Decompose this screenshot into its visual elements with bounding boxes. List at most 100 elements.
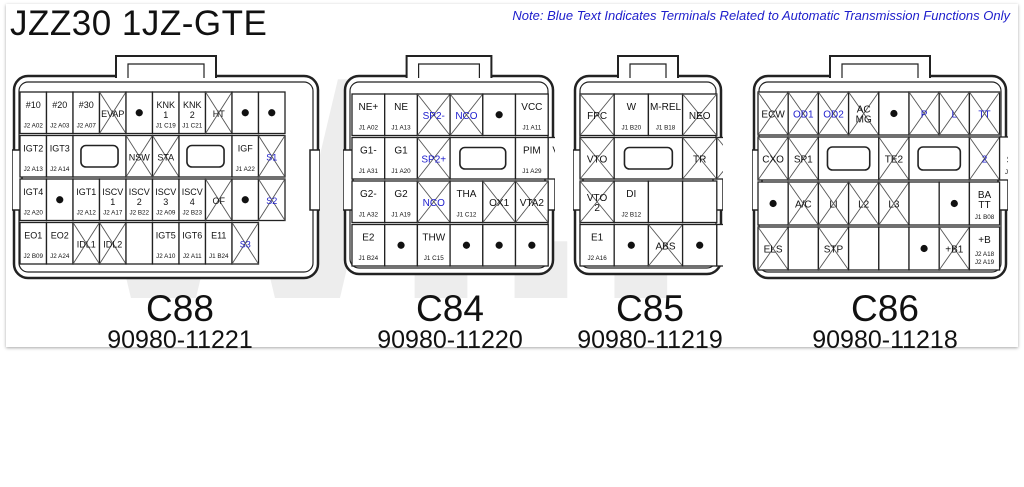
- terminal-label: G2-: [360, 189, 377, 200]
- terminal-label: M-REL: [650, 102, 682, 113]
- connector-latch: [115, 55, 217, 78]
- terminal-label: IGT4: [23, 187, 43, 197]
- terminal-label: ISCV: [182, 187, 203, 197]
- terminal-label: ABS: [655, 241, 675, 252]
- connector-latch: [405, 55, 493, 78]
- terminal-label: S3: [240, 239, 251, 249]
- terminal-label: BA: [978, 190, 992, 201]
- terminal-cell: IDL1: [72, 221, 101, 265]
- terminal-code: J1 A31: [359, 168, 379, 175]
- terminal-cell: HT: [204, 91, 233, 135]
- empty-cavity: [231, 178, 260, 222]
- terminal-label: +B: [978, 235, 991, 246]
- terminal-code: J2 B22: [129, 210, 149, 217]
- terminal-cell: CXO: [757, 136, 789, 181]
- terminal-code: J1 B24: [359, 255, 379, 262]
- terminal-label: OD2: [823, 110, 844, 121]
- terminal-code: J1 A13: [391, 125, 411, 132]
- terminal-code: J1 B24: [209, 253, 229, 260]
- terminal-cell: NEO: [681, 93, 718, 137]
- terminal-code: J2 A19: [975, 259, 995, 266]
- terminal-cell: EVAP: [98, 91, 127, 135]
- connector-label-c88: C88 90980-11221: [60, 290, 300, 353]
- terminal-code: J1 C21: [182, 123, 202, 130]
- connector-name: C84: [416, 288, 484, 329]
- terminal-cell: G1-J1 A31: [351, 136, 386, 180]
- terminal-label: EO1: [24, 231, 42, 241]
- terminal-label: #30: [79, 100, 94, 110]
- terminal-cell: S1: [257, 134, 286, 178]
- key-slot: [449, 136, 517, 180]
- terminal-label: IGT2: [23, 144, 43, 154]
- terminal-label: E1: [591, 233, 604, 244]
- terminal-label: G2: [394, 189, 408, 200]
- connector-latch: [829, 55, 931, 78]
- terminal-label: ECW: [761, 110, 785, 121]
- terminal-code: J1 A29: [522, 168, 542, 175]
- terminal-label: L3: [888, 200, 900, 211]
- terminal-label: IDL1: [77, 239, 96, 249]
- terminal-code: J1 A22: [236, 166, 256, 173]
- terminal-cell: G2-J1 A32: [351, 180, 386, 224]
- terminal-label: SP2-: [423, 111, 445, 122]
- terminal-cell: VTA2: [514, 180, 549, 224]
- terminal-cell: [908, 181, 940, 226]
- terminal-cell: WJ1 B20: [613, 93, 650, 137]
- terminal-cell: NSW: [125, 134, 154, 178]
- terminal-code: J1 B08: [975, 214, 995, 221]
- terminal-label: #10: [26, 100, 41, 110]
- terminal-cell: IDL2: [98, 221, 127, 265]
- terminal-cell: ELS: [757, 226, 789, 271]
- terminal-label: IGT3: [50, 144, 70, 154]
- connector-label-c86: C86 90980-11218: [770, 290, 1000, 353]
- terminal-code: J1 B20: [621, 125, 641, 132]
- connector-side-tab-left: [572, 149, 584, 211]
- empty-cavity: [716, 223, 752, 267]
- terminal-label: KNK: [156, 100, 175, 110]
- key-slot: [178, 134, 233, 178]
- terminal-label: IGT6: [182, 231, 202, 241]
- empty-cavity: [613, 223, 650, 267]
- terminal-cell: SP2-: [416, 93, 451, 137]
- terminal-label: EO2: [51, 231, 69, 241]
- terminal-label: HT: [213, 109, 225, 119]
- terminal-cell: TT: [968, 91, 1001, 136]
- terminal-label: IGT5: [156, 231, 176, 241]
- terminal-cell: [847, 226, 880, 271]
- terminal-code: J2 A03: [50, 123, 70, 130]
- terminal-label: +B1: [945, 245, 964, 256]
- terminal-label: NE: [394, 102, 408, 113]
- terminal-cell: [647, 180, 684, 224]
- terminal-cell: #30 J2 A07: [72, 91, 101, 135]
- terminal-label: L2: [858, 200, 870, 211]
- key-slot: [613, 136, 684, 180]
- empty-cavity: [449, 223, 484, 267]
- terminal-code: J2 A13: [24, 166, 44, 173]
- terminal-code: J2 A20: [24, 210, 44, 217]
- terminal-cell: [787, 226, 820, 271]
- terminal-cell: STA: [151, 134, 180, 178]
- terminal-cell: L3: [878, 181, 910, 226]
- terminal-code: J2 A07: [77, 123, 97, 130]
- terminal-cell: LI: [817, 181, 850, 226]
- terminal-label: NCO: [455, 111, 477, 122]
- connector-name: C86: [851, 288, 919, 329]
- terminal-label: IGT1: [76, 187, 96, 197]
